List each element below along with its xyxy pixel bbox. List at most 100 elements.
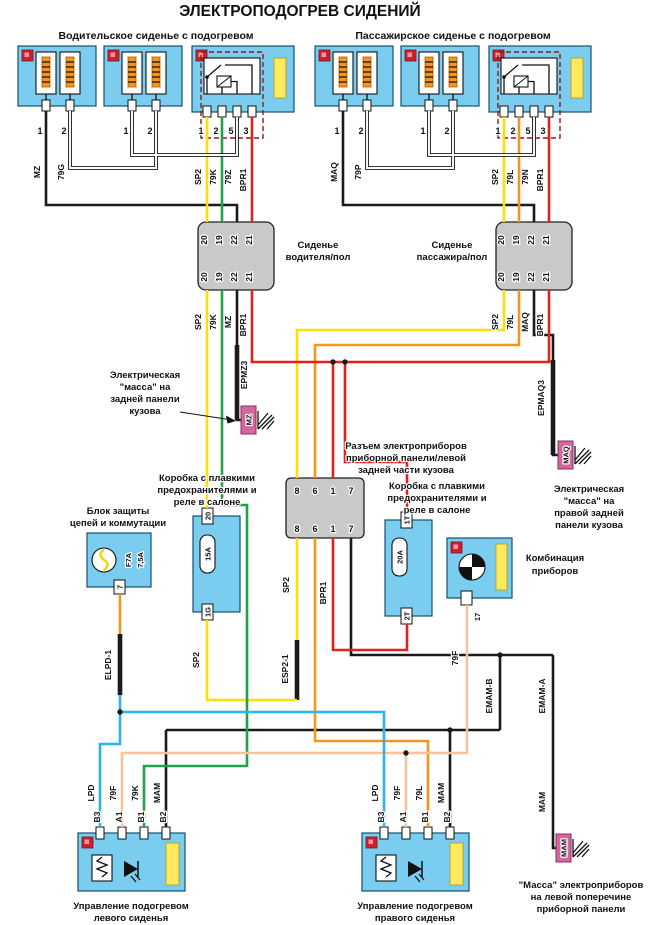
ground-note-maq: панели кузова <box>555 520 623 531</box>
connector-pin: 19 <box>214 235 224 245</box>
wire-yellow-sp2 <box>205 117 506 702</box>
wire-green-79k <box>142 117 249 827</box>
module-pin: B1 <box>420 811 430 822</box>
wire-label: SP2 <box>281 577 291 593</box>
fuse-rating: 7,5A <box>136 551 145 567</box>
pin-number: 5 <box>525 126 530 136</box>
pin-number: 2 <box>444 126 449 136</box>
ground-note-mz: Электрическая <box>110 370 180 381</box>
module-pin: A1 <box>114 811 124 822</box>
module-pin: B3 <box>92 811 102 822</box>
fusebox-pin: 1G <box>204 607 213 617</box>
wire-label: SP2 <box>193 314 203 330</box>
wire-label: SP2 <box>490 169 500 185</box>
splice-label: EMAM-B <box>484 679 494 714</box>
ground-tag-maq: MAQ <box>562 446 571 464</box>
connector-pin: 7 <box>348 486 353 496</box>
protection-unit-label: цепей и коммутации <box>70 518 166 529</box>
cluster-pin: 17 <box>473 613 482 621</box>
connector-pin: 20 <box>496 272 506 282</box>
connector-pin: 19 <box>214 272 224 282</box>
wire-label: SP2 <box>193 169 203 185</box>
fusebox-pin: 20 <box>204 512 213 520</box>
protection-switching-unit <box>86 532 152 595</box>
connector-pin: 7 <box>348 524 353 534</box>
fusebox-pin: 2T <box>403 611 412 620</box>
connector-pin: 22 <box>229 272 239 282</box>
wire-label: MAQ <box>520 312 530 332</box>
pin-number: 1 <box>37 126 42 136</box>
wire-label: 79N <box>520 169 530 185</box>
ground-maq <box>557 440 592 470</box>
wire-label: BPR1 <box>238 168 248 191</box>
pin-number: 1 <box>420 126 425 136</box>
fusebox-left-label: предохранителями и <box>157 485 256 496</box>
pin-number: 3 <box>540 126 545 136</box>
wire-label: BPR1 <box>238 313 248 336</box>
splice-label: ELPD-1 <box>103 650 113 681</box>
fusebox-right-label: Коробка с плавкими <box>389 481 485 492</box>
module-pin: B2 <box>158 811 168 822</box>
connector-pin: 22 <box>526 235 536 245</box>
wire-label: 79P <box>353 164 363 179</box>
wire-salmon-79f <box>120 605 469 827</box>
wire-label: MAM <box>152 783 162 803</box>
wire-label: MZ <box>223 316 233 328</box>
wire-junction-dots <box>117 359 503 756</box>
connector-pin: 6 <box>312 524 317 534</box>
wire-label: 79L <box>414 786 424 801</box>
right-control-caption: Управление подогревом <box>357 901 473 912</box>
pin-number: 2 <box>358 126 363 136</box>
cabin-fusebox-right <box>384 511 433 625</box>
wire-label: 79F <box>392 786 402 801</box>
wire-red-bpr1 <box>250 117 551 652</box>
pin-number: 2 <box>213 126 218 136</box>
fusebox-left-label: реле в салоне <box>174 497 241 508</box>
wire-label: 79F <box>108 786 118 801</box>
wire-label: BPR1 <box>318 581 328 604</box>
ground-mz <box>240 405 275 435</box>
fuse-name: F7A <box>124 552 133 567</box>
driver-floor-connector-label: водителя/пол <box>286 252 351 263</box>
protection-unit-label: Блок защиты <box>87 506 149 517</box>
left-seat-heating-control <box>77 826 186 892</box>
ground-note-mz: задней панели <box>110 394 179 405</box>
fusebox-pin: 1T <box>403 515 412 524</box>
wire-lightblue-lpd <box>98 695 386 827</box>
wire-label: SP2 <box>191 652 201 668</box>
driver-floor-connector-label: Сиденье <box>298 240 339 251</box>
connector-pin: 20 <box>199 235 209 245</box>
wire-label: MAM <box>436 783 446 803</box>
connector-pin: 1 <box>330 486 335 496</box>
connector-pin: 22 <box>229 235 239 245</box>
pin-number: 1 <box>495 126 500 136</box>
passenger-section-title: Пассажирское сиденье с подогревом <box>355 30 550 42</box>
ground-mam <box>555 833 590 863</box>
wire-label: 79F <box>450 651 460 666</box>
driver-seat-heater-connector-1 <box>17 45 97 112</box>
connector-pin: 21 <box>541 235 551 245</box>
connector-pin: 1 <box>330 524 335 534</box>
splice-label: EPMZ3 <box>239 361 249 390</box>
wire-label: 79K <box>208 313 218 329</box>
passenger-floor-connector-label: пассажира/пол <box>417 252 488 263</box>
splice-label: MAM <box>537 792 547 812</box>
wire-label: MZ <box>32 166 42 178</box>
wire-label: 79K <box>208 168 218 184</box>
ground-note-mam: "Масса" электроприборов <box>519 880 644 891</box>
wire-label: 79L <box>505 315 515 330</box>
splice-label: EPMAQ3 <box>536 380 546 416</box>
driver-seat-heater-connector-2 <box>103 45 183 112</box>
dash-connector-label: приборной панели/левой <box>346 453 466 464</box>
dash-harness-connector <box>285 477 365 539</box>
left-control-caption: Управление подогревом <box>73 901 189 912</box>
instrument-cluster-label: приборов <box>532 566 579 577</box>
connector-pin: 20 <box>496 235 506 245</box>
pin-number: 1 <box>123 126 128 136</box>
splice-label: EMAM-A <box>537 679 547 714</box>
connector-pin: 21 <box>541 272 551 282</box>
ground-note-maq: "масса" на <box>564 496 616 507</box>
connector-pin: 8 <box>294 524 299 534</box>
connector-pin: 20 <box>199 272 209 282</box>
